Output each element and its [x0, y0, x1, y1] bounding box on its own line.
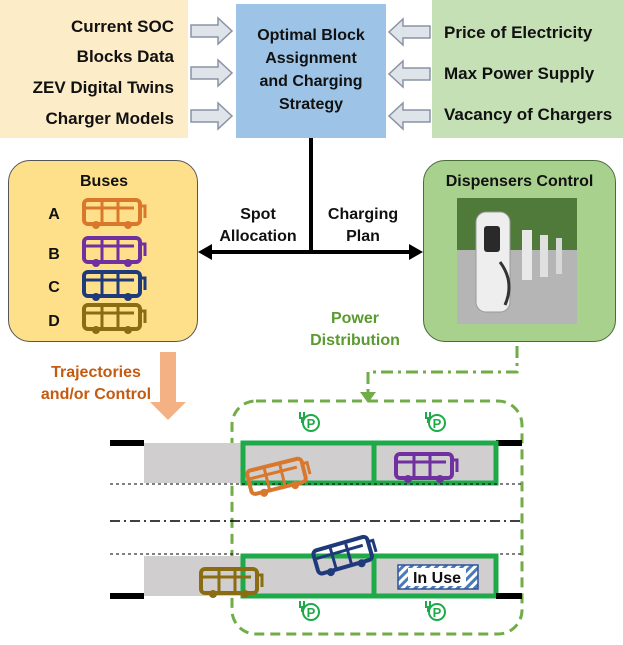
bus-icon-d [82, 303, 147, 336]
upper-lane [110, 440, 522, 486]
input-max-power-supply: Max Power Supply [444, 64, 595, 83]
spot-allocation-label: Spot Allocation [208, 204, 308, 248]
dispensers-title: Dispensers Control [445, 173, 594, 190]
bus-icon-b [82, 236, 147, 269]
in-use-label: In Use [413, 570, 461, 587]
bus-icon-a [82, 198, 147, 231]
input-zev-digital-twins: ZEV Digital Twins [32, 78, 174, 97]
inputs-right-panel: Price of Electricity Max Power Supply Va… [432, 0, 623, 138]
distribution-connector [198, 138, 423, 260]
charger-icon-upper-2 [425, 411, 446, 432]
inputs-left-panel: Current SOC Blocks Data ZEV Digital Twin… [0, 0, 188, 138]
optimization-title-line-4: Strategy [278, 96, 344, 113]
input-current-soc: Current SOC [71, 17, 174, 36]
charging-station-image [457, 198, 577, 324]
charger-icon-lower-2 [425, 600, 446, 621]
optimization-title-line-1: Optimal Block [257, 27, 365, 44]
power-label-line-2: Distribution [310, 332, 400, 349]
bus-label-b: B [48, 246, 60, 263]
charger-icon-lower-1 [299, 600, 320, 621]
optimization-box: Optimal Block Assignment and Charging St… [236, 4, 386, 138]
charging-plan-label: Charging Plan [318, 204, 408, 248]
spot-label-line-2: Allocation [219, 228, 297, 245]
power-label-line-1: Power [330, 310, 379, 327]
trajectories-arrow [150, 352, 186, 420]
buses-title: Buses [79, 173, 129, 190]
trajectories-line-1: Trajectories [51, 364, 141, 381]
power-distribution-arrow [366, 346, 519, 392]
charging-zone-outline [230, 399, 524, 636]
bus-icon-c [82, 270, 147, 303]
bus-label-a: A [48, 206, 60, 223]
in-use-label-bg [408, 568, 466, 586]
trajectories-label: Trajectories and/or Control [28, 362, 164, 406]
charging-label-line-1: Charging [327, 206, 399, 223]
input-charger-models: Charger Models [45, 109, 174, 128]
input-price-electricity: Price of Electricity [444, 23, 593, 42]
optimization-title-line-2: Assignment [265, 50, 357, 67]
charging-label-line-2: Plan [346, 228, 380, 245]
left-input-arrows [190, 16, 234, 131]
bus-label-c: C [48, 279, 60, 296]
power-distribution-label: Power Distribution [300, 308, 410, 352]
spot-label-line-1: Spot [240, 206, 276, 223]
trajectories-line-2: and/or Control [40, 386, 152, 403]
bus-label-d: D [48, 313, 60, 330]
input-blocks-data: Blocks Data [76, 47, 174, 66]
optimization-title: Optimal Block Assignment and Charging St… [236, 24, 386, 116]
power-arrow-head [360, 392, 376, 403]
optimization-title-line-3: and Charging [259, 73, 363, 90]
input-vacancy-chargers: Vacancy of Chargers [444, 105, 613, 124]
charger-icon-upper-1 [299, 411, 320, 432]
right-input-arrows [387, 17, 431, 131]
